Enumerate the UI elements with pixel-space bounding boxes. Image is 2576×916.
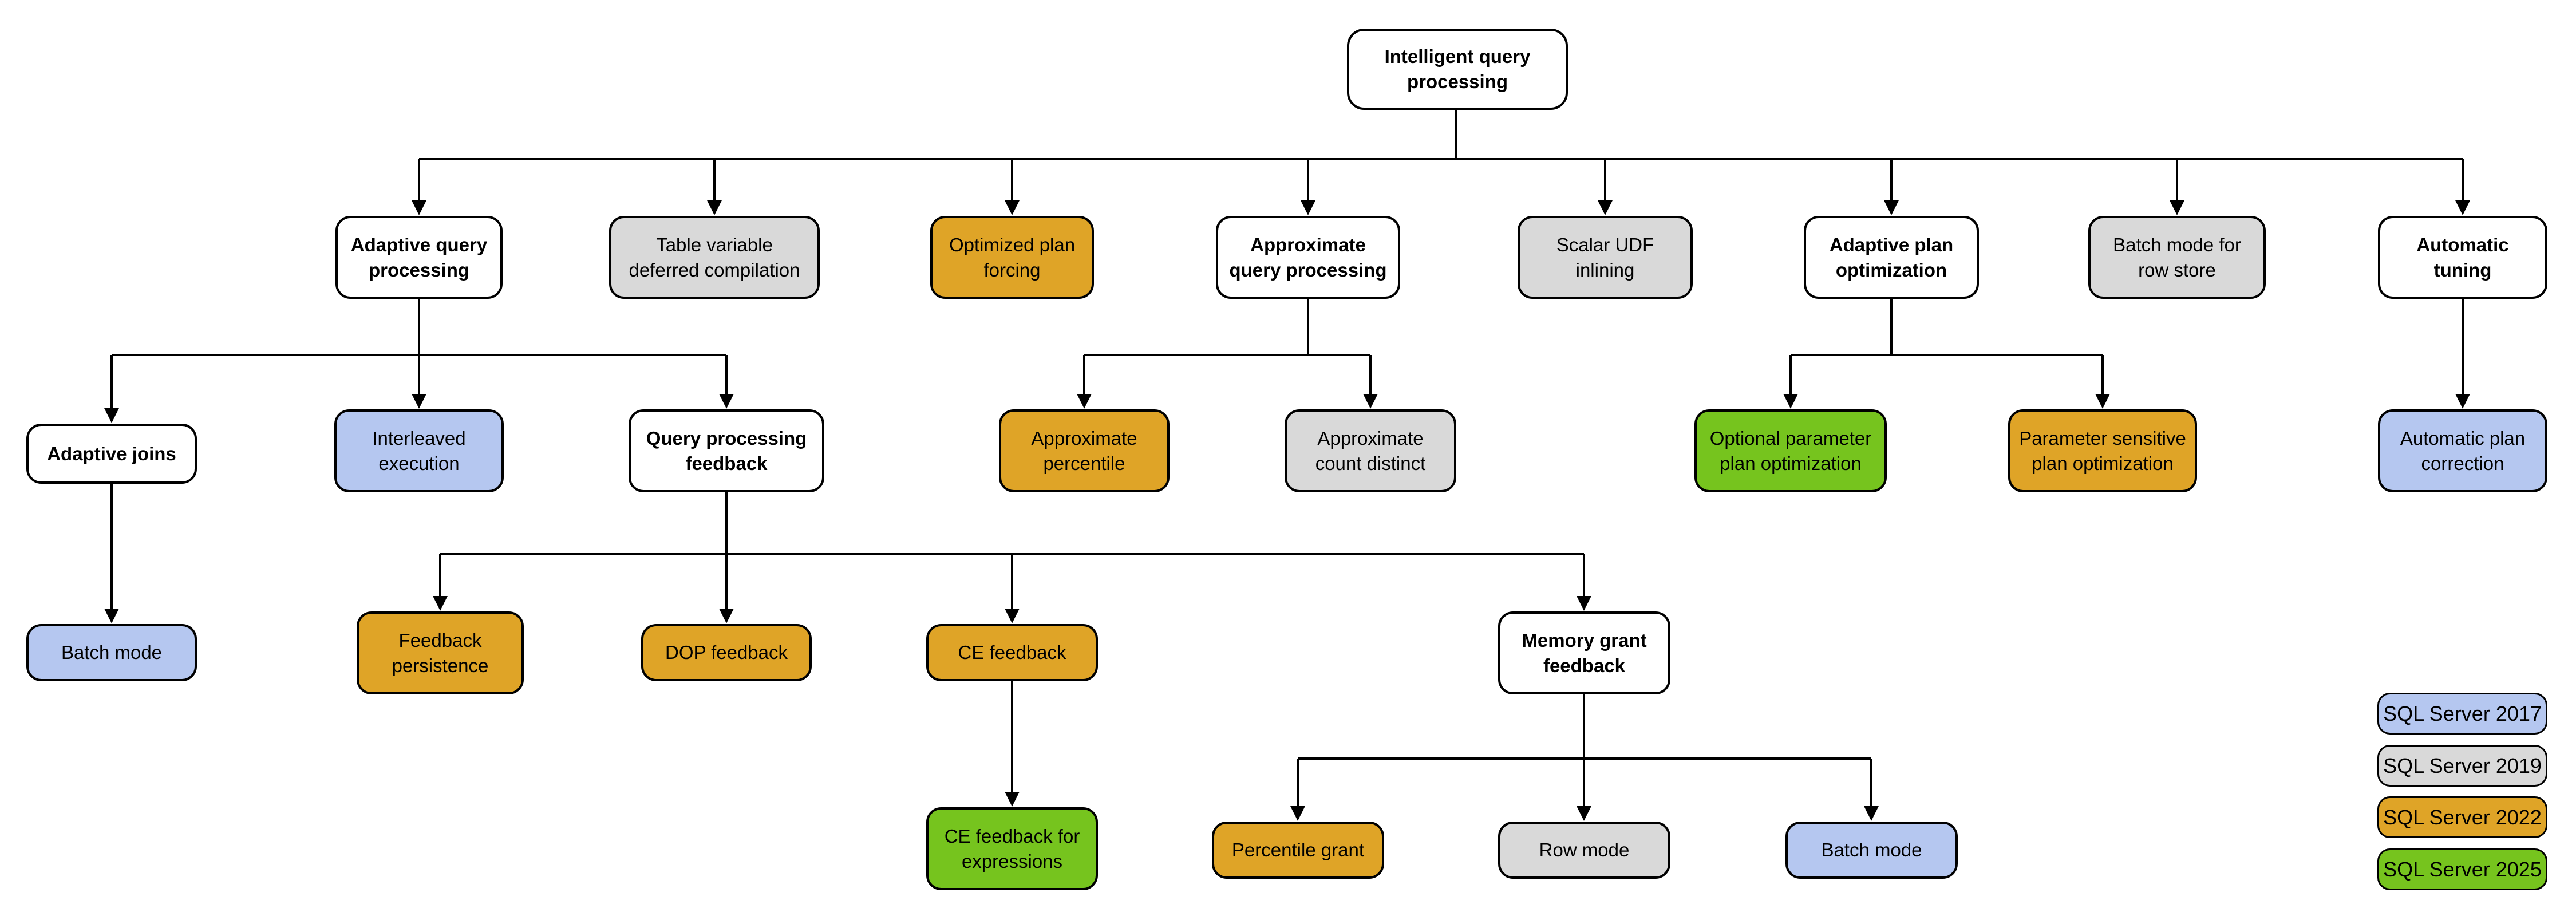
node-scalar-udf-inlining: Scalar UDF inlining <box>1518 216 1693 299</box>
node-adaptive-plan-optimization: Adaptive plan optimization <box>1804 216 1979 299</box>
node-optimized-plan-forcing: Optimized plan forcing <box>930 216 1094 299</box>
node-row-mode: Row mode <box>1498 822 1670 879</box>
node-automatic-tuning: Automatic tuning <box>2378 216 2547 299</box>
node-batch-mode-for-row-store: Batch mode for row store <box>2088 216 2266 299</box>
node-query-processing-feedback: Query processing feedback <box>629 409 824 492</box>
node-intelligent-query-processing: Intelligent query processing <box>1347 29 1568 110</box>
node-ce-feedback: CE feedback <box>926 624 1098 681</box>
node-optional-parameter-plan-optimization: Optional parameter plan optimization <box>1694 409 1887 492</box>
node-feedback-persistence: Feedback persistence <box>357 611 524 694</box>
edges-root <box>412 110 2470 215</box>
node-adaptive-query-processing: Adaptive query processing <box>335 216 503 299</box>
node-batch-mode-memory-grant: Batch mode <box>1785 822 1958 879</box>
node-ce-feedback-for-expressions: CE feedback for expressions <box>926 807 1098 890</box>
node-approximate-count-distinct: Approximate count distinct <box>1285 409 1456 492</box>
legend-sql-server-2025: SQL Server 2025 <box>2377 848 2547 890</box>
node-approximate-percentile: Approximate percentile <box>999 409 1170 492</box>
edges-approximate-query-processing <box>1077 299 1378 409</box>
edges-query-processing-feedback <box>433 492 1591 623</box>
node-batch-mode-adaptive-joins: Batch mode <box>26 624 197 681</box>
node-approximate-query-processing: Approximate query processing <box>1216 216 1400 299</box>
node-dop-feedback: DOP feedback <box>641 624 812 681</box>
node-memory-grant-feedback: Memory grant feedback <box>1498 611 1670 694</box>
node-percentile-grant: Percentile grant <box>1212 822 1384 879</box>
node-adaptive-joins: Adaptive joins <box>26 424 197 484</box>
node-parameter-sensitive-plan-optimization: Parameter sensitive plan optimization <box>2008 409 2197 492</box>
edges-memory-grant-feedback <box>1290 694 1879 821</box>
legend-sql-server-2019: SQL Server 2019 <box>2377 745 2547 787</box>
node-interleaved-execution: Interleaved execution <box>334 409 504 492</box>
node-automatic-plan-correction: Automatic plan correction <box>2378 409 2547 492</box>
edges-adaptive-query-processing <box>104 299 734 423</box>
legend-sql-server-2017: SQL Server 2017 <box>2377 693 2547 735</box>
edges-adaptive-plan-optimization <box>1783 299 2110 409</box>
node-table-variable-deferred-compilation: Table variable deferred compilation <box>609 216 820 299</box>
legend-sql-server-2022: SQL Server 2022 <box>2377 796 2547 838</box>
